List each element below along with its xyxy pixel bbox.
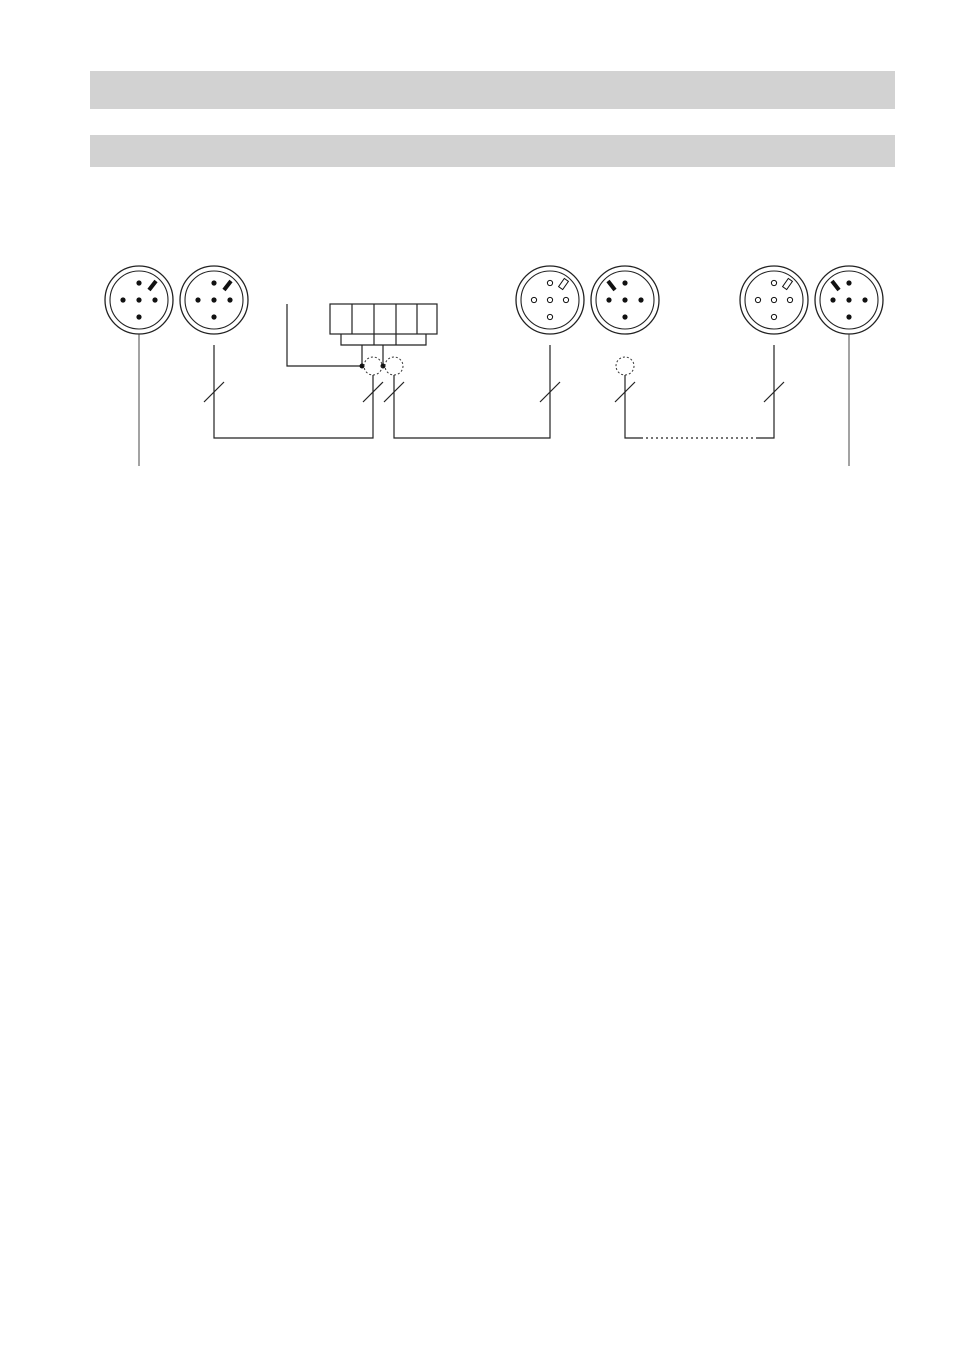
connector-5 xyxy=(739,265,809,335)
subheader-bar xyxy=(90,135,895,167)
connector-3 xyxy=(515,265,585,335)
connector-1 xyxy=(104,265,174,335)
header-bar xyxy=(90,71,895,109)
connector-4 xyxy=(590,265,660,335)
lead-lines xyxy=(138,334,850,466)
terminal-block xyxy=(329,303,438,366)
connector-6 xyxy=(814,265,884,335)
shield-markers xyxy=(363,356,635,376)
cable-c4-c5 xyxy=(614,345,785,439)
cable-c2-block xyxy=(203,345,384,439)
cable-block-c3 xyxy=(383,345,561,439)
connector-2 xyxy=(179,265,249,335)
ground-wire xyxy=(286,304,386,369)
